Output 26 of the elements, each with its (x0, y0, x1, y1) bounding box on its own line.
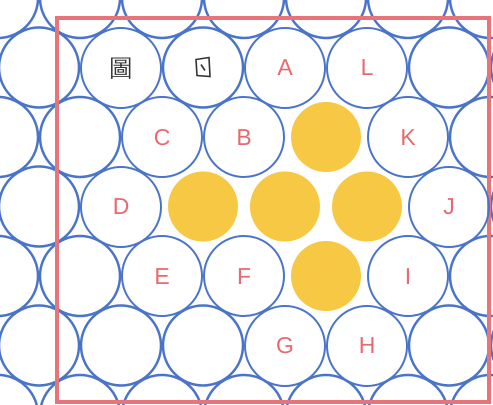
lattice-circle (121, 96, 203, 178)
letter-label: E (154, 264, 170, 288)
letter-label: J (443, 195, 455, 218)
letter-label: I (404, 264, 412, 288)
lattice-circle (203, 96, 285, 178)
letter-label: H (358, 334, 376, 357)
letter-label: D (112, 195, 130, 218)
lattice-circle (203, 235, 285, 317)
letter-label: F (236, 264, 252, 288)
lattice-circle (244, 304, 326, 386)
lattice-circle (80, 26, 162, 108)
lattice-circle (367, 96, 449, 178)
lattice-circle (326, 304, 408, 386)
lattice-circle (408, 166, 490, 248)
letter-label: G (276, 334, 294, 357)
letter-label: C (154, 126, 170, 148)
lattice-circle (367, 235, 449, 317)
letter-label: K (400, 126, 416, 148)
letter-label: B (236, 126, 252, 148)
lattice-circle (326, 26, 408, 108)
letter-label: A (277, 56, 293, 79)
lattice-circle (80, 166, 162, 248)
lattice-circle (121, 235, 203, 317)
letter-label: L (360, 56, 374, 79)
lattice-circle (244, 26, 326, 108)
glyph-label: 圖 (109, 56, 133, 80)
